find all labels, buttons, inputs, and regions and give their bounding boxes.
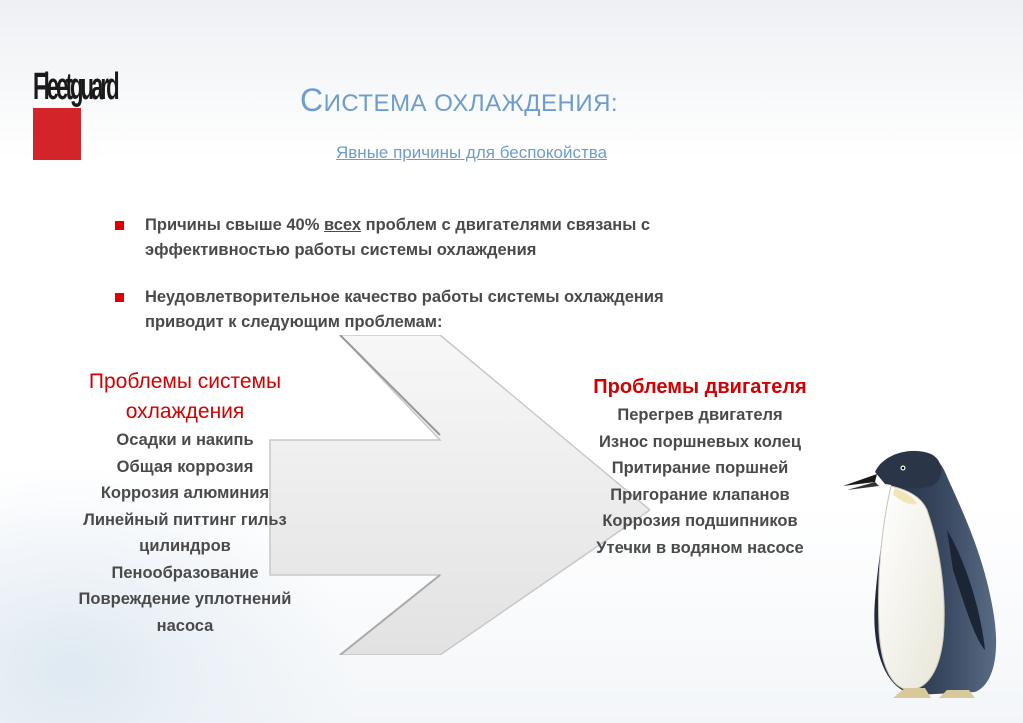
bullet-2-line1: Неудовлетворительное качество работы сис… [145,288,664,306]
bullet-item-2: Неудовлетворительное качество работы сис… [115,285,855,335]
bullet-1-pre: Причины свыше 40% [145,216,324,234]
cooling-problems-heading-2: охлаждения [125,400,245,423]
list-item: цилиндров [139,537,231,555]
fleetguard-logo: Fleetguard [33,68,158,160]
title-first-letter: С [300,82,324,118]
bullet-1-post: проблем с двигателями связаны с [361,216,651,234]
arrow-icon [269,335,650,655]
title-rest: ИСТЕМА ОХЛАЖДЕНИЯ: [323,90,619,117]
list-item: Перегрев двигателя [617,406,783,424]
list-item: Линейный питтинг гильз [83,510,287,529]
page-subtitle: Явные причины для беспокойства [336,143,608,162]
engine-problems-column: Проблемы двигателя Перегрев двигателя Из… [530,372,870,561]
page-title: СИСТЕМА ОХЛАЖДЕНИЯ: [300,82,618,119]
bullet-square-icon [115,293,124,302]
list-item: Притирание поршней [611,459,789,477]
list-item: Коррозия алюминия [100,484,270,502]
bullet-2-line2: приводит к следующим проблемам: [145,313,443,331]
list-item: насоса [156,616,214,635]
bullet-1-line2: эффективностью работы системы охлаждения [145,241,537,259]
list-item: Повреждение уплотнений [78,590,292,608]
list-item: Пенообразование [111,563,259,582]
list-item: Износ поршневых колец [599,432,801,451]
penguin-illustration [843,450,997,698]
logo-text: Fleetguard [33,66,120,108]
engine-problems-heading: Проблемы двигателя [593,376,807,398]
logo-red-box [33,108,81,160]
list-item: Общая коррозия [116,457,254,476]
list-item: Коррозия подшипников [602,512,798,530]
cooling-problems-heading-1: Проблемы системы [88,370,282,393]
list-item: Пригорание клапанов [610,485,790,504]
list-item: Утечки в водяном насосе [596,538,804,557]
bullet-1-emph: всех [323,216,362,234]
list-item: Осадки и накипь [116,431,254,449]
bullet-item-1: Причины свыше 40% всех проблем с двигате… [115,213,855,263]
bullet-square-icon [115,221,124,230]
cooling-problems-column: Проблемы системы охлаждения Осадки и нак… [25,367,345,639]
